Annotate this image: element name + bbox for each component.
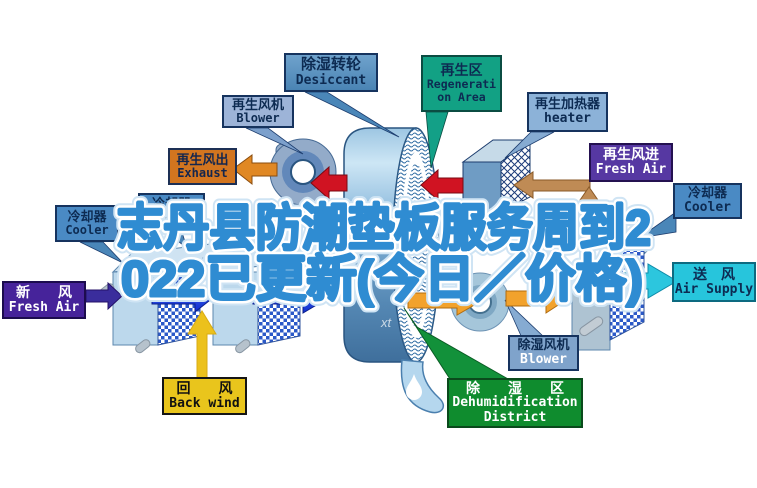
arrow-blue-2 bbox=[252, 280, 331, 314]
label-regen-fresh-air: 再生风进 Fresh Air bbox=[589, 143, 673, 182]
headline-line1: 志丹县防潮垫板服务周到2 bbox=[117, 200, 651, 256]
headline-line1-bold: 志丹县防潮垫板服务周到2 bbox=[117, 200, 651, 256]
label-cooler-mid: 冷却器 Cooler bbox=[138, 193, 205, 228]
label-back-wind: 回 风 Back wind bbox=[162, 377, 247, 415]
arrow-orange-1 bbox=[407, 284, 485, 316]
arrow-orange-exhaust bbox=[232, 154, 278, 186]
label-desiccant-zh: 除湿转轮 bbox=[300, 55, 361, 73]
arrow-red-left bbox=[310, 165, 348, 201]
label-fresh-air: 新 风 Fresh Air bbox=[2, 281, 86, 319]
headline-line1-halo: 志丹县防潮垫板服务周到2 bbox=[117, 200, 651, 256]
label-desiccant-en: Desiccant bbox=[295, 72, 367, 88]
label-regen-area: 再生区 Regenerati on Area bbox=[421, 55, 502, 112]
headline-line2: 022已更新(今日／价格) bbox=[121, 251, 643, 307]
label-dehum-blower: 除湿风机 Blower bbox=[508, 335, 579, 371]
label-air-supply: 送 风 Air Supply bbox=[672, 262, 756, 302]
arrow-tan-horizontal bbox=[513, 171, 591, 199]
label-desiccant: 除湿转轮 Desiccant bbox=[284, 53, 378, 92]
headline-line2-bold: 022已更新(今日／价格) bbox=[121, 251, 643, 307]
arrow-red-right bbox=[420, 168, 464, 202]
label-heater: 再生加热器 heater bbox=[527, 92, 608, 132]
flow-arrows bbox=[85, 154, 678, 379]
label-regen-blower: 再生风机 Blower bbox=[222, 95, 294, 128]
heater-unit bbox=[461, 138, 532, 213]
watermark-text: xt bbox=[380, 315, 393, 330]
label-cooler-right: 冷却器 Cooler bbox=[673, 183, 742, 219]
label-exhaust: 再生风出 Exhaust bbox=[168, 148, 237, 185]
fresh-air-unit-2 bbox=[211, 242, 320, 346]
headline-line2-halo: 022已更新(今日／价格) bbox=[121, 251, 643, 307]
condensate-drop bbox=[400, 359, 445, 414]
label-cooler-left: 冷却器 Cooler bbox=[55, 205, 119, 242]
arrow-blue-1 bbox=[151, 280, 215, 314]
arrow-purple bbox=[85, 281, 123, 311]
arrow-yellow-up bbox=[187, 310, 217, 379]
arrow-cyan bbox=[609, 263, 678, 299]
label-dehum-district: 除 湿 区 Dehumidification District bbox=[447, 378, 583, 428]
callout-pointers bbox=[79, 91, 677, 339]
arrow-orange-2 bbox=[505, 283, 570, 314]
arrow-tan-vertical bbox=[577, 186, 601, 259]
